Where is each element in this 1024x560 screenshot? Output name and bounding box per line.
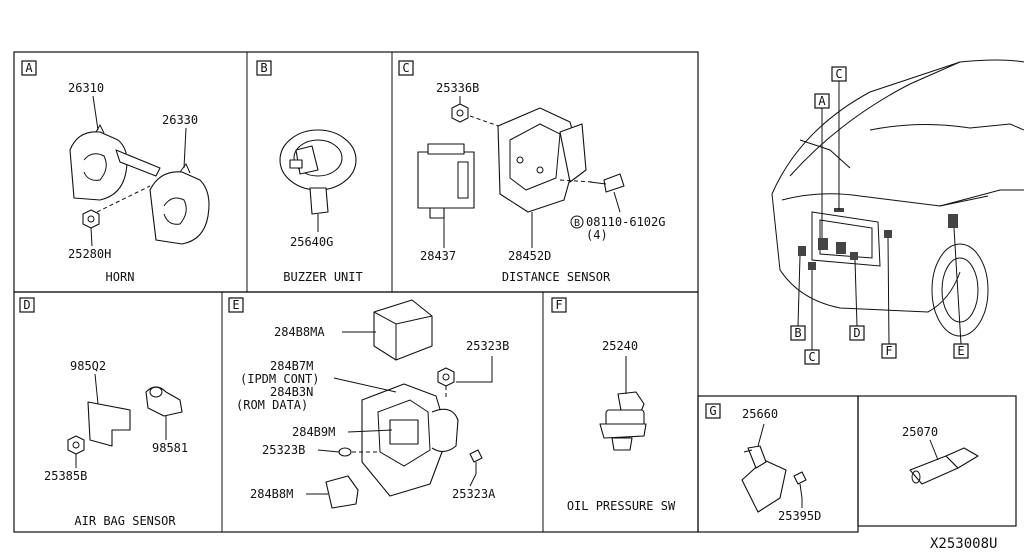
oil-pressure-switch-illustration <box>599 391 647 451</box>
part-25323a: 25323A <box>452 487 496 501</box>
panel-f-letter: F <box>555 298 562 312</box>
distance-sensor-title: DISTANCE SENSOR <box>502 270 611 284</box>
part-ipdm-cont: (IPDM CONT) <box>240 372 319 386</box>
part-284b9m: 284B9M <box>292 425 335 439</box>
panel-frames <box>13 51 1017 533</box>
buzzer-unit-title: BUZZER UNIT <box>283 270 362 284</box>
part-985q2: 985Q2 <box>70 359 106 373</box>
part-25385b: 25385B <box>44 469 87 483</box>
bolt-circle-letter: B <box>574 218 580 229</box>
bolt-part-number: 08110-6102G <box>586 215 665 229</box>
panel-c-letter: C <box>402 61 409 75</box>
part-25280h: 25280H <box>68 247 111 261</box>
part-26310: 26310 <box>68 81 104 95</box>
air-bag-sensor-title: AIR BAG SENSOR <box>74 514 176 528</box>
panel-g-sensor-illustration <box>741 445 807 513</box>
part-25323b-lower: 25323B <box>262 443 305 457</box>
diagram-code: X253008U <box>930 536 997 552</box>
panel-a-letter: A <box>25 61 33 75</box>
panel-b-letter: B <box>260 61 267 75</box>
bolt-quantity: (4) <box>586 228 608 242</box>
part-25070: 25070 <box>902 425 938 439</box>
vehicle-illustration <box>771 59 1024 337</box>
callout-a: A <box>818 94 826 108</box>
part-25323b-upper: 25323B <box>466 339 509 353</box>
ipdm-illustration <box>325 299 483 509</box>
part-28452d: 28452D <box>508 249 551 263</box>
panel-h-sensor-illustration <box>909 447 979 485</box>
part-25395d: 25395D <box>778 509 821 523</box>
oil-pressure-sw-title: OIL PRESSURE SW <box>567 499 676 513</box>
part-28437: 28437 <box>420 249 456 263</box>
buzzer-unit-illustration <box>279 129 357 232</box>
callout-f: F <box>885 344 892 358</box>
part-25240: 25240 <box>602 339 638 353</box>
horn-title: HORN <box>106 270 135 284</box>
callout-c-top: C <box>835 67 842 81</box>
air-bag-sensor-illustration <box>67 386 183 455</box>
horn-illustration <box>69 123 210 245</box>
part-284b8m: 284B8M <box>250 487 293 501</box>
panel-d-letter: D <box>23 298 30 312</box>
part-25336b: 25336B <box>436 81 479 95</box>
part-25640g: 25640G <box>290 235 333 249</box>
part-284b3n: 284B3N <box>270 385 313 399</box>
callout-c-bottom: C <box>808 350 815 364</box>
part-rom-data: (ROM DATA) <box>236 398 308 412</box>
bolt-circle-marker <box>570 215 584 229</box>
callout-e: E <box>957 344 964 358</box>
vehicle-callouts: C A B C D F E <box>790 66 969 365</box>
callout-d: D <box>853 326 860 340</box>
part-25660: 25660 <box>742 407 778 421</box>
part-98581: 98581 <box>152 441 188 455</box>
panel-e-letter: E <box>232 298 239 312</box>
panel-g-letter: G <box>709 404 716 418</box>
callout-b: B <box>794 326 801 340</box>
part-284b8ma: 284B8MA <box>274 325 325 339</box>
part-26330: 26330 <box>162 113 198 127</box>
panel-letters: A B C D E F G <box>19 60 721 419</box>
part-284b7m: 284B7M <box>270 359 313 373</box>
panel-titles: HORN BUZZER UNIT DISTANCE SENSOR AIR BAG… <box>74 270 676 528</box>
distance-sensor-illustration <box>417 103 625 219</box>
